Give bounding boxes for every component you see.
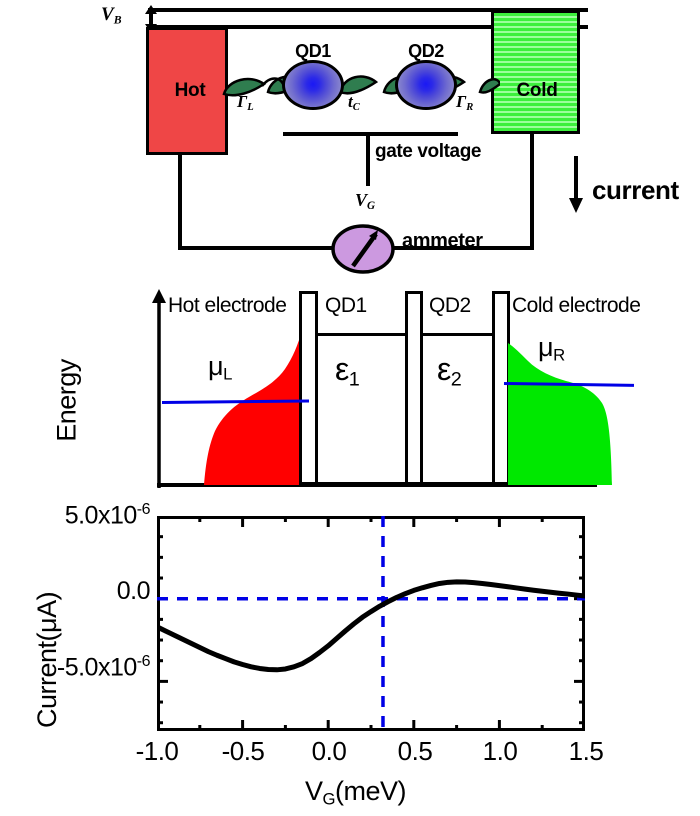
x-tick-label-5: 1.5 (568, 736, 604, 766)
x-tick-label-2: 0.0 (311, 736, 347, 766)
top-rail-upper (148, 8, 588, 12)
hot-electrode-label: Hot (174, 80, 206, 101)
bias-voltage-label: VB (101, 4, 122, 27)
y-tick-label-top: 5.0x10-6 (64, 501, 151, 530)
qd2-well (423, 333, 505, 485)
qd2-energy-level-line (423, 333, 505, 336)
ammeter-symbol (331, 224, 395, 274)
coupling-tc-label: tC (348, 92, 360, 113)
band-baseline (157, 483, 597, 487)
quantum-dot-2 (395, 60, 457, 110)
hot-fermi-distribution (204, 330, 302, 485)
cold-fermi-distribution (508, 343, 612, 485)
barrier-left (299, 291, 318, 485)
band-qd1-label: QD1 (325, 294, 367, 317)
energy-band-diagram: Energy Hot electrode Cold electrode QD1 … (0, 285, 700, 493)
cold-electrode-block (491, 10, 580, 134)
gamma-left-label: ΓL (237, 92, 254, 113)
top-rail-lower (148, 25, 588, 29)
current-direction-arrow-icon (569, 156, 583, 213)
qd2-level-label: ε2 (437, 351, 462, 391)
gate-voltage-label: gate voltage (375, 141, 482, 162)
x-tick-label-3: 0.5 (397, 736, 433, 766)
cold-electrode-text: Cold electrode (512, 294, 641, 317)
right-circuit-lead-horizontal (393, 246, 534, 250)
gate-symbol-label: VG (355, 190, 376, 213)
cold-electrode-label: Cold (516, 80, 558, 101)
device-schematic: VB Hot Cold QD1 QD2 ΓL tC ΓR gate voltag… (0, 0, 700, 285)
right-circuit-lead-vertical (530, 133, 534, 250)
hot-electrode-text: Hot electrode (168, 294, 287, 317)
barrier-middle (405, 291, 423, 485)
qd1-energy-level-line (318, 333, 408, 336)
chart-plot-area (157, 516, 585, 731)
qd1-well (318, 333, 408, 485)
energy-axis-arrow-icon (152, 289, 166, 488)
ammeter-label: ammeter (402, 230, 483, 252)
current-curve (157, 579, 585, 673)
left-circuit-lead-vertical (178, 155, 182, 250)
mu-right-label: μR (538, 332, 565, 365)
x-tick-label-0: -1.0 (135, 736, 179, 766)
qd1-level-label: ε1 (335, 351, 360, 391)
x-tick-label-1: -0.5 (221, 736, 265, 766)
qd1-label: QD1 (295, 41, 331, 61)
energy-axis-label: Energy (51, 359, 82, 442)
y-tick-label-bottom: -5.0x10-6 (56, 653, 151, 682)
gate-electrode-bar (283, 132, 458, 136)
y-tick-label-zero: 0.0 (116, 577, 151, 605)
x-tick-label-4: 1.0 (482, 736, 518, 766)
left-circuit-lead-horizontal (178, 246, 333, 250)
hot-electrode-block (146, 27, 228, 155)
mu-left-label: μL (208, 351, 232, 384)
current-label: current (592, 175, 679, 205)
chart-x-axis-label: VG(meV) (305, 776, 407, 809)
quantum-dot-1 (282, 60, 344, 110)
qd2-label: QD2 (408, 41, 444, 61)
gate-lead (366, 134, 370, 186)
current-vs-gate-voltage-chart: Current(μA) VG(meV) 5.0x10-6 0.0 -5.0x10… (0, 493, 700, 816)
band-qd2-label: QD2 (429, 294, 471, 317)
gamma-right-label: ΓR (456, 92, 474, 113)
